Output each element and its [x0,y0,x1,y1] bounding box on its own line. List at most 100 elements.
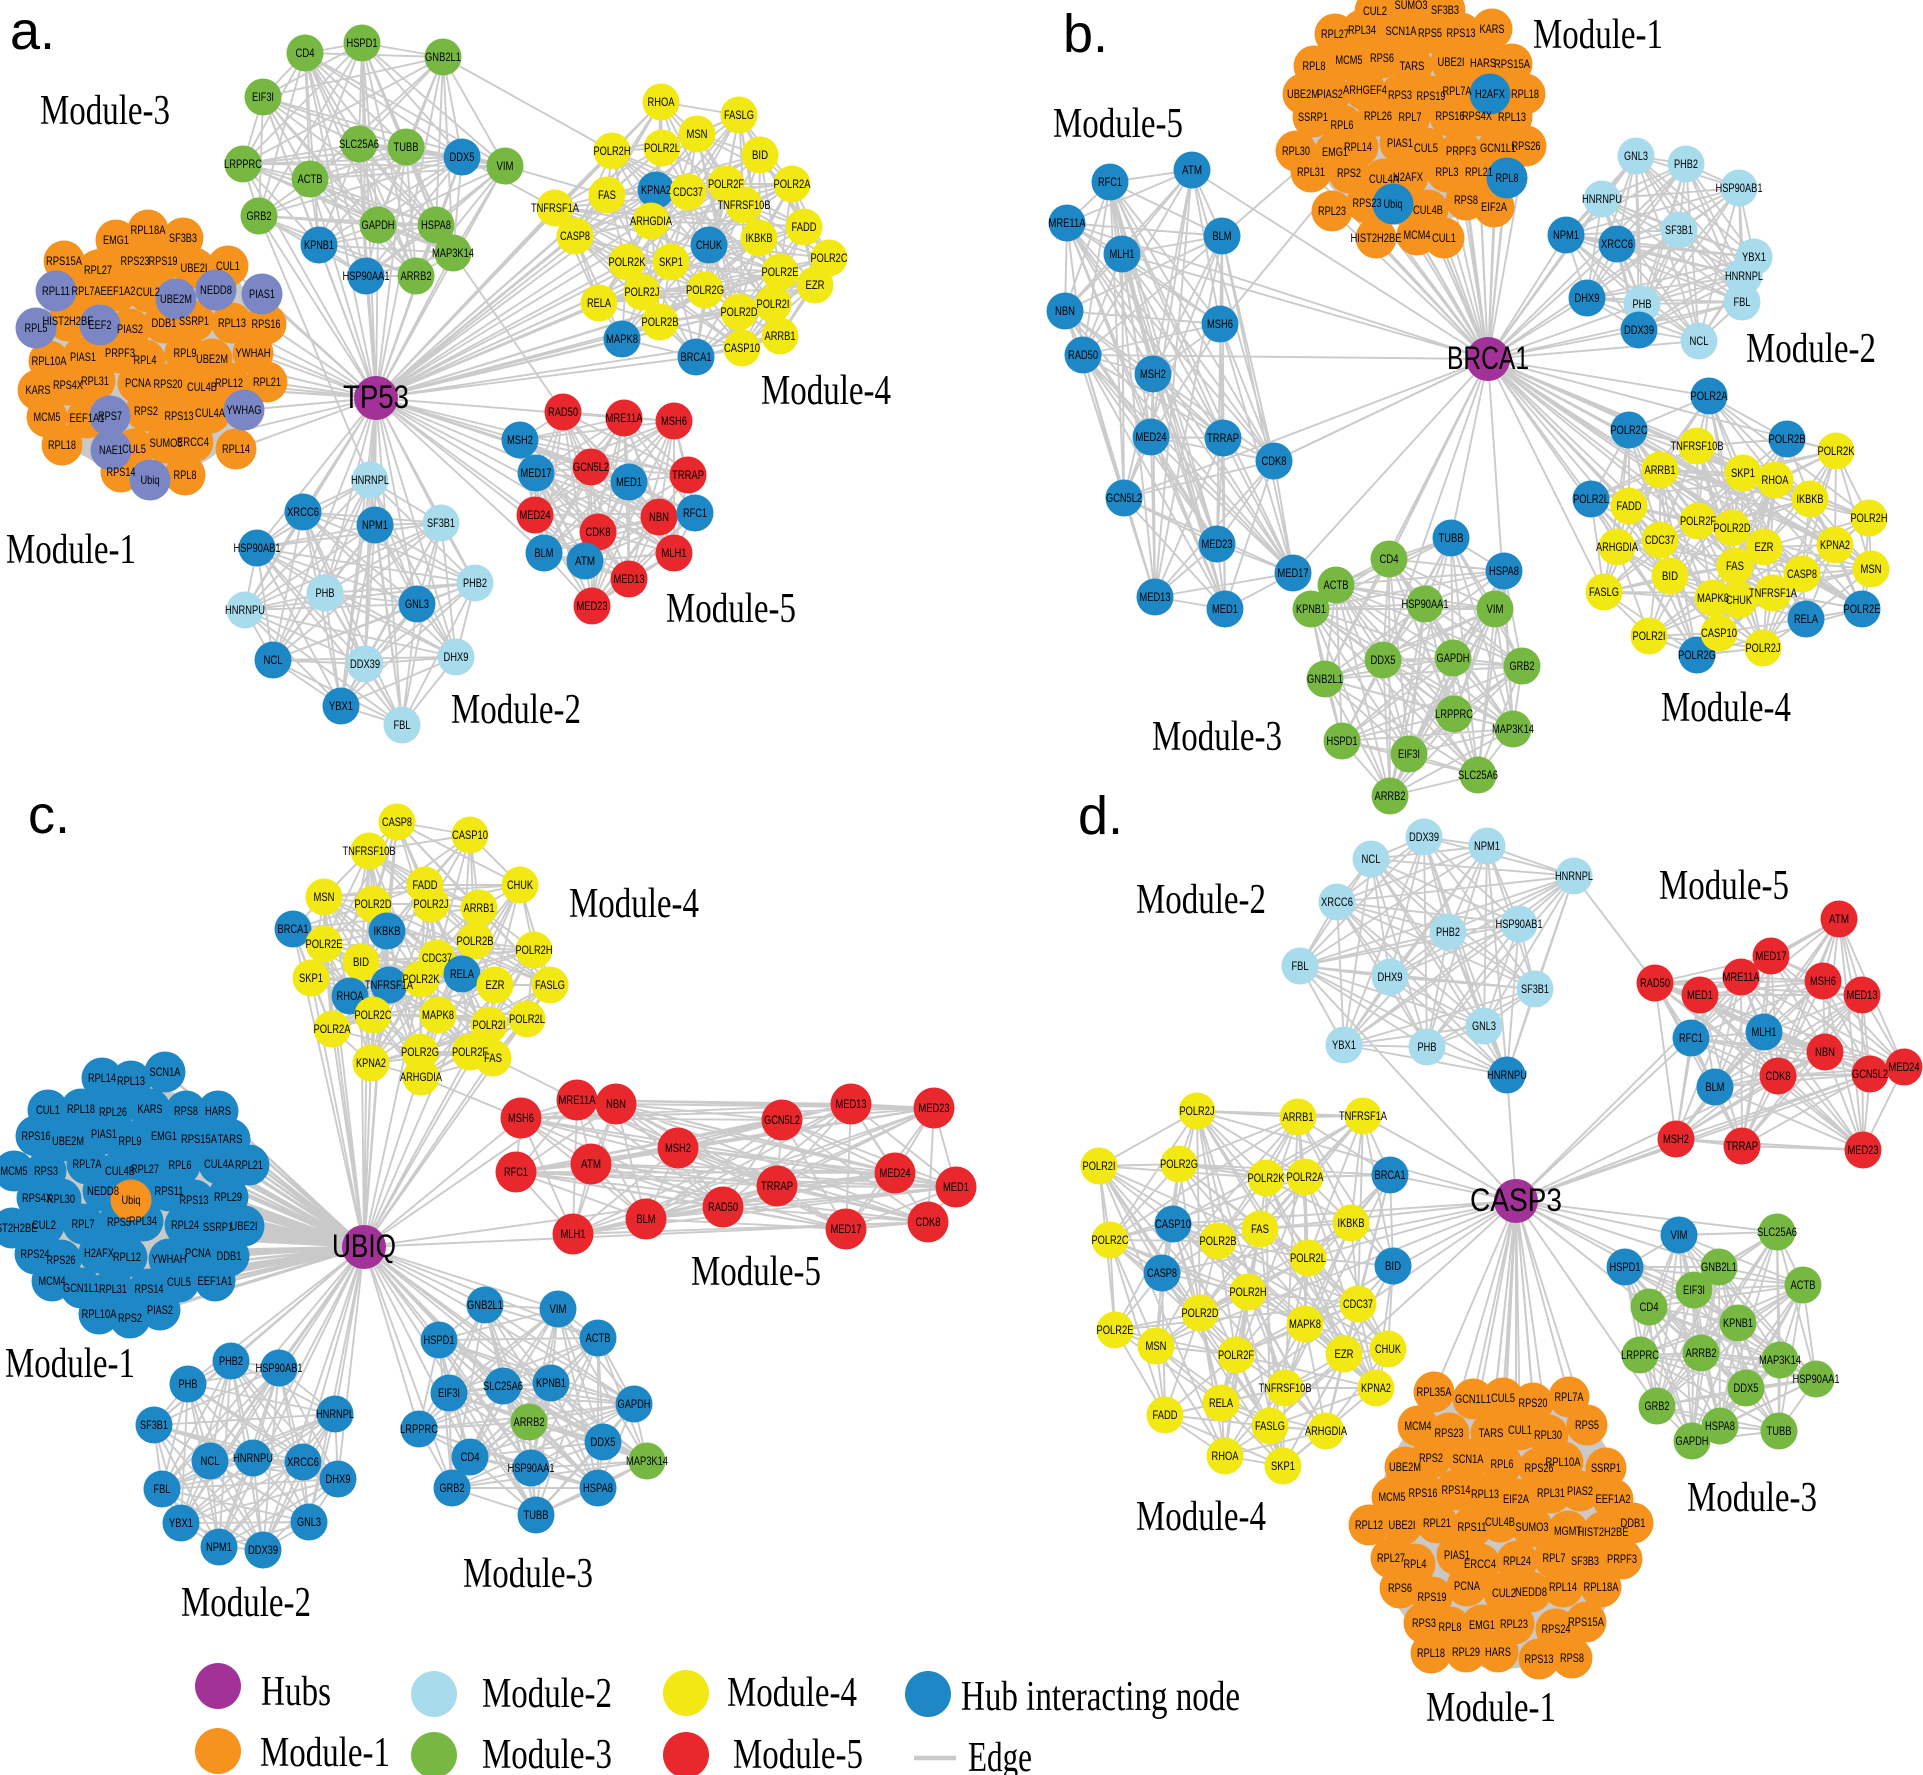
svg-text:RHOA: RHOA [1762,473,1789,487]
svg-text:MCM5: MCM5 [34,410,61,424]
svg-text:RPS6: RPS6 [1388,1581,1412,1595]
svg-text:POLR2C: POLR2C [355,1008,392,1022]
svg-text:RPL18: RPL18 [48,438,76,452]
svg-text:POLR2F: POLR2F [1680,514,1716,528]
svg-text:NPM1: NPM1 [1553,228,1579,242]
svg-text:RAD50: RAD50 [1640,976,1670,990]
svg-text:Edge: Edge [968,1735,1032,1775]
svg-text:NCL: NCL [1362,852,1381,866]
svg-text:CDK8: CDK8 [1766,1069,1791,1083]
svg-text:MSH6: MSH6 [508,1111,534,1125]
svg-text:POLR2L: POLR2L [509,1012,545,1026]
svg-text:MSN: MSN [1861,562,1882,576]
svg-text:MED1: MED1 [616,475,642,489]
svg-text:RPL18A: RPL18A [131,223,166,237]
svg-text:DDX39: DDX39 [350,657,380,671]
svg-text:Module-4: Module-4 [569,881,699,927]
svg-text:RPL12: RPL12 [113,1250,141,1264]
svg-text:POLR2F: POLR2F [452,1045,488,1059]
svg-text:EZR: EZR [486,978,505,992]
svg-text:POLR2E: POLR2E [306,937,343,951]
svg-text:SF3B3: SF3B3 [1571,1554,1599,1568]
svg-text:XRCC6: XRCC6 [287,505,319,519]
svg-text:RPL9: RPL9 [174,346,197,360]
svg-text:RPS23: RPS23 [1353,196,1382,210]
svg-text:POLR2G: POLR2G [1160,1157,1198,1171]
svg-text:EEF1A2: EEF1A2 [101,284,136,298]
svg-text:IKBKB: IKBKB [746,231,773,245]
svg-text:Module-1: Module-1 [5,1341,135,1387]
svg-text:RPS15A: RPS15A [1494,57,1530,71]
svg-text:EIF3I: EIF3I [1398,747,1420,761]
svg-text:MGMT: MGMT [1554,1524,1583,1538]
svg-text:RPL10A: RPL10A [82,1307,117,1321]
svg-text:RPS26: RPS26 [1525,1461,1554,1475]
svg-text:RPL6: RPL6 [1491,1457,1514,1471]
svg-text:RPL18: RPL18 [1417,1646,1445,1660]
svg-text:RPL6: RPL6 [169,1158,192,1172]
svg-text:SKP1: SKP1 [659,255,683,269]
svg-text:ARHGEF4: ARHGEF4 [1343,83,1387,97]
svg-text:HSP90AB1: HSP90AB1 [1716,181,1763,195]
svg-text:Module-1: Module-1 [1426,1685,1556,1731]
svg-text:POLR2D: POLR2D [1182,1306,1219,1320]
svg-text:POLR2C: POLR2C [1611,423,1648,437]
svg-text:DDX39: DDX39 [1624,323,1654,337]
svg-text:CUL4A: CUL4A [204,1157,234,1171]
svg-text:TNFRSF1A: TNFRSF1A [365,978,413,992]
svg-text:MED17: MED17 [831,1222,862,1236]
svg-text:RPL30: RPL30 [47,1192,75,1206]
svg-text:PCNA: PCNA [185,1246,211,1260]
svg-text:NPM1: NPM1 [1474,839,1500,853]
svg-text:EZR: EZR [1755,540,1774,554]
svg-text:KPNA2: KPNA2 [356,1056,386,1070]
svg-text:CUL5: CUL5 [1491,1391,1515,1405]
svg-text:POLR2K: POLR2K [1818,444,1855,458]
svg-text:RFC1: RFC1 [1098,175,1122,189]
svg-text:EMG1: EMG1 [151,1129,177,1143]
svg-text:MSN: MSN [1146,1339,1167,1353]
svg-text:POLR2I: POLR2I [1633,629,1666,643]
svg-text:PRPF3: PRPF3 [1607,1552,1637,1566]
svg-text:RPL30: RPL30 [1282,144,1310,158]
svg-text:HSP90AA1: HSP90AA1 [343,269,390,283]
svg-text:RPS19: RPS19 [1418,1590,1447,1604]
svg-text:EIF2A: EIF2A [1481,200,1507,214]
svg-text:CUL4B: CUL4B [1485,1515,1515,1529]
svg-text:MED24: MED24 [880,1166,911,1180]
svg-text:FASLG: FASLG [724,108,754,122]
svg-text:HSP90AA1: HSP90AA1 [1402,597,1449,611]
svg-text:SKP1: SKP1 [299,971,323,985]
svg-text:HNRNPL: HNRNPL [1555,869,1593,883]
svg-text:RPL12: RPL12 [1355,1518,1383,1532]
svg-text:KARS: KARS [1480,22,1505,36]
svg-text:RPL9: RPL9 [119,1134,142,1148]
svg-text:Module-4: Module-4 [1661,685,1791,731]
svg-text:Ubiq: Ubiq [122,1193,141,1207]
svg-text:RPL18A: RPL18A [1584,1580,1619,1594]
svg-text:MSH2: MSH2 [507,433,533,447]
svg-text:RPL14: RPL14 [88,1071,116,1085]
svg-text:RPL29: RPL29 [1452,1645,1480,1659]
svg-text:RPL3: RPL3 [1436,165,1459,179]
svg-text:POLR2H: POLR2H [1230,1285,1267,1299]
svg-text:RPL11: RPL11 [42,284,70,298]
svg-text:DDX5: DDX5 [1734,1381,1759,1395]
svg-text:POLR2A: POLR2A [1691,389,1728,403]
svg-text:RPL23: RPL23 [1500,1617,1528,1631]
svg-text:GAPDH: GAPDH [1676,1434,1709,1448]
svg-text:CUL2: CUL2 [1363,4,1387,18]
svg-text:GRB2: GRB2 [1645,1399,1670,1413]
svg-text:CUL2: CUL2 [1492,1586,1516,1600]
svg-text:Module-5: Module-5 [666,586,796,632]
svg-text:HSP90AA1: HSP90AA1 [508,1461,555,1475]
svg-text:RELA: RELA [1209,1396,1233,1410]
svg-text:SSRP1: SSRP1 [203,1220,233,1234]
svg-text:RPL7A: RPL7A [72,284,101,298]
svg-text:MAPK8: MAPK8 [606,332,638,346]
svg-text:RPL7: RPL7 [1399,110,1422,124]
svg-text:DHX9: DHX9 [1575,291,1600,305]
svg-text:NBN: NBN [606,1097,626,1111]
svg-text:RPL34: RPL34 [129,1214,157,1228]
svg-text:RPL14: RPL14 [1344,140,1372,154]
